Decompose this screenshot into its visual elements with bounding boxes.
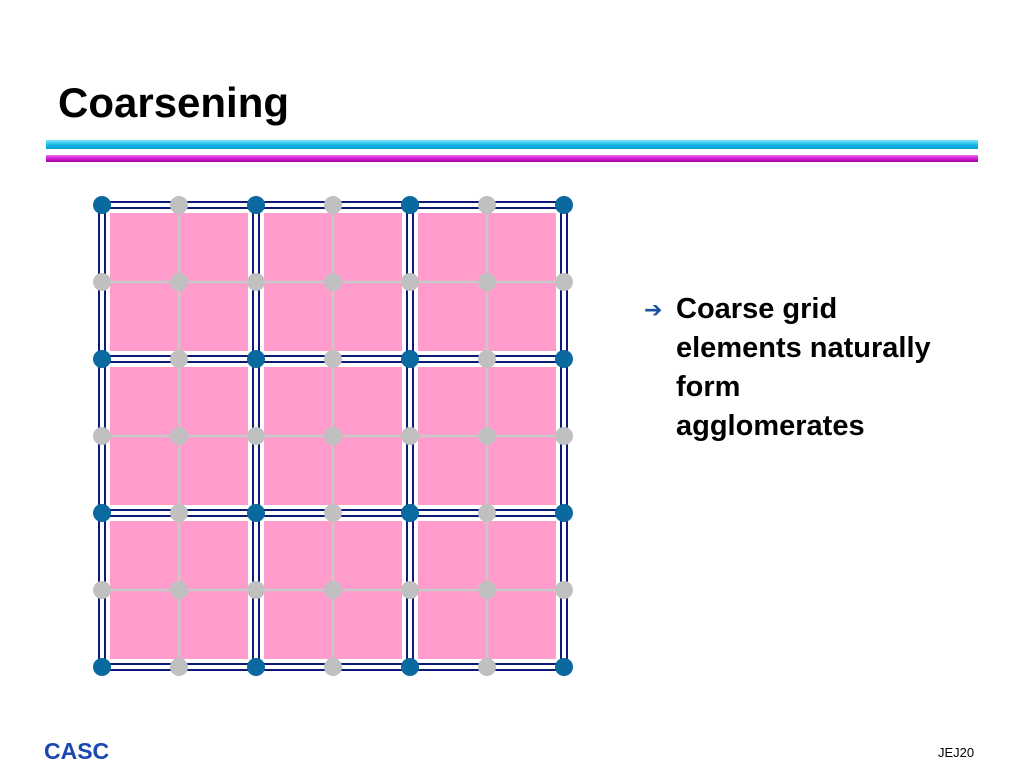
bullet-text: Coarse grid elements naturally form aggl…	[676, 293, 931, 442]
coarse-node	[93, 658, 111, 676]
coarse-node	[93, 196, 111, 214]
fine-node	[478, 581, 496, 599]
fine-node	[93, 427, 111, 445]
fine-node	[170, 658, 188, 676]
fine-node	[170, 350, 188, 368]
coarse-node	[93, 350, 111, 368]
footer-brand: CASC	[44, 738, 110, 764]
fine-node-layer	[93, 196, 573, 676]
arrow-right-icon: ➔	[644, 298, 663, 323]
fine-node	[324, 196, 342, 214]
fine-node	[324, 427, 342, 445]
fine-node	[170, 427, 188, 445]
fine-node	[478, 427, 496, 445]
coarse-node	[401, 504, 419, 522]
coarse-node	[93, 504, 111, 522]
fine-node	[247, 427, 265, 445]
fine-node	[555, 427, 573, 445]
coarse-node	[401, 658, 419, 676]
fine-node	[93, 273, 111, 291]
title-rule-magenta	[46, 155, 978, 162]
coarse-node	[401, 350, 419, 368]
fine-node	[478, 350, 496, 368]
coarse-node	[555, 504, 573, 522]
fine-node	[324, 350, 342, 368]
coarse-node	[247, 196, 265, 214]
coarse-node	[401, 196, 419, 214]
footer-slide-id: JEJ20	[938, 745, 975, 760]
fine-node	[170, 504, 188, 522]
coarse-node	[555, 350, 573, 368]
coarse-node	[247, 658, 265, 676]
coarse-node	[555, 196, 573, 214]
coarse-node	[247, 350, 265, 368]
fine-node	[478, 273, 496, 291]
coarse-node	[247, 504, 265, 522]
fine-node	[324, 504, 342, 522]
slide-title: Coarsening	[58, 79, 290, 126]
fine-node	[555, 273, 573, 291]
fine-node	[478, 196, 496, 214]
fine-node	[93, 581, 111, 599]
fine-node	[170, 196, 188, 214]
fine-node	[170, 273, 188, 291]
fine-node	[478, 658, 496, 676]
fine-node	[478, 504, 496, 522]
fine-node	[170, 581, 188, 599]
fine-node	[324, 658, 342, 676]
fine-node	[401, 273, 419, 291]
fine-node	[324, 273, 342, 291]
fine-node	[247, 273, 265, 291]
coarse-node-layer	[93, 196, 573, 676]
fine-node	[324, 581, 342, 599]
fine-node	[401, 581, 419, 599]
fine-node	[555, 581, 573, 599]
coarse-node	[555, 658, 573, 676]
fine-node	[401, 427, 419, 445]
title-rule-cyan	[46, 140, 978, 149]
fine-node	[247, 581, 265, 599]
